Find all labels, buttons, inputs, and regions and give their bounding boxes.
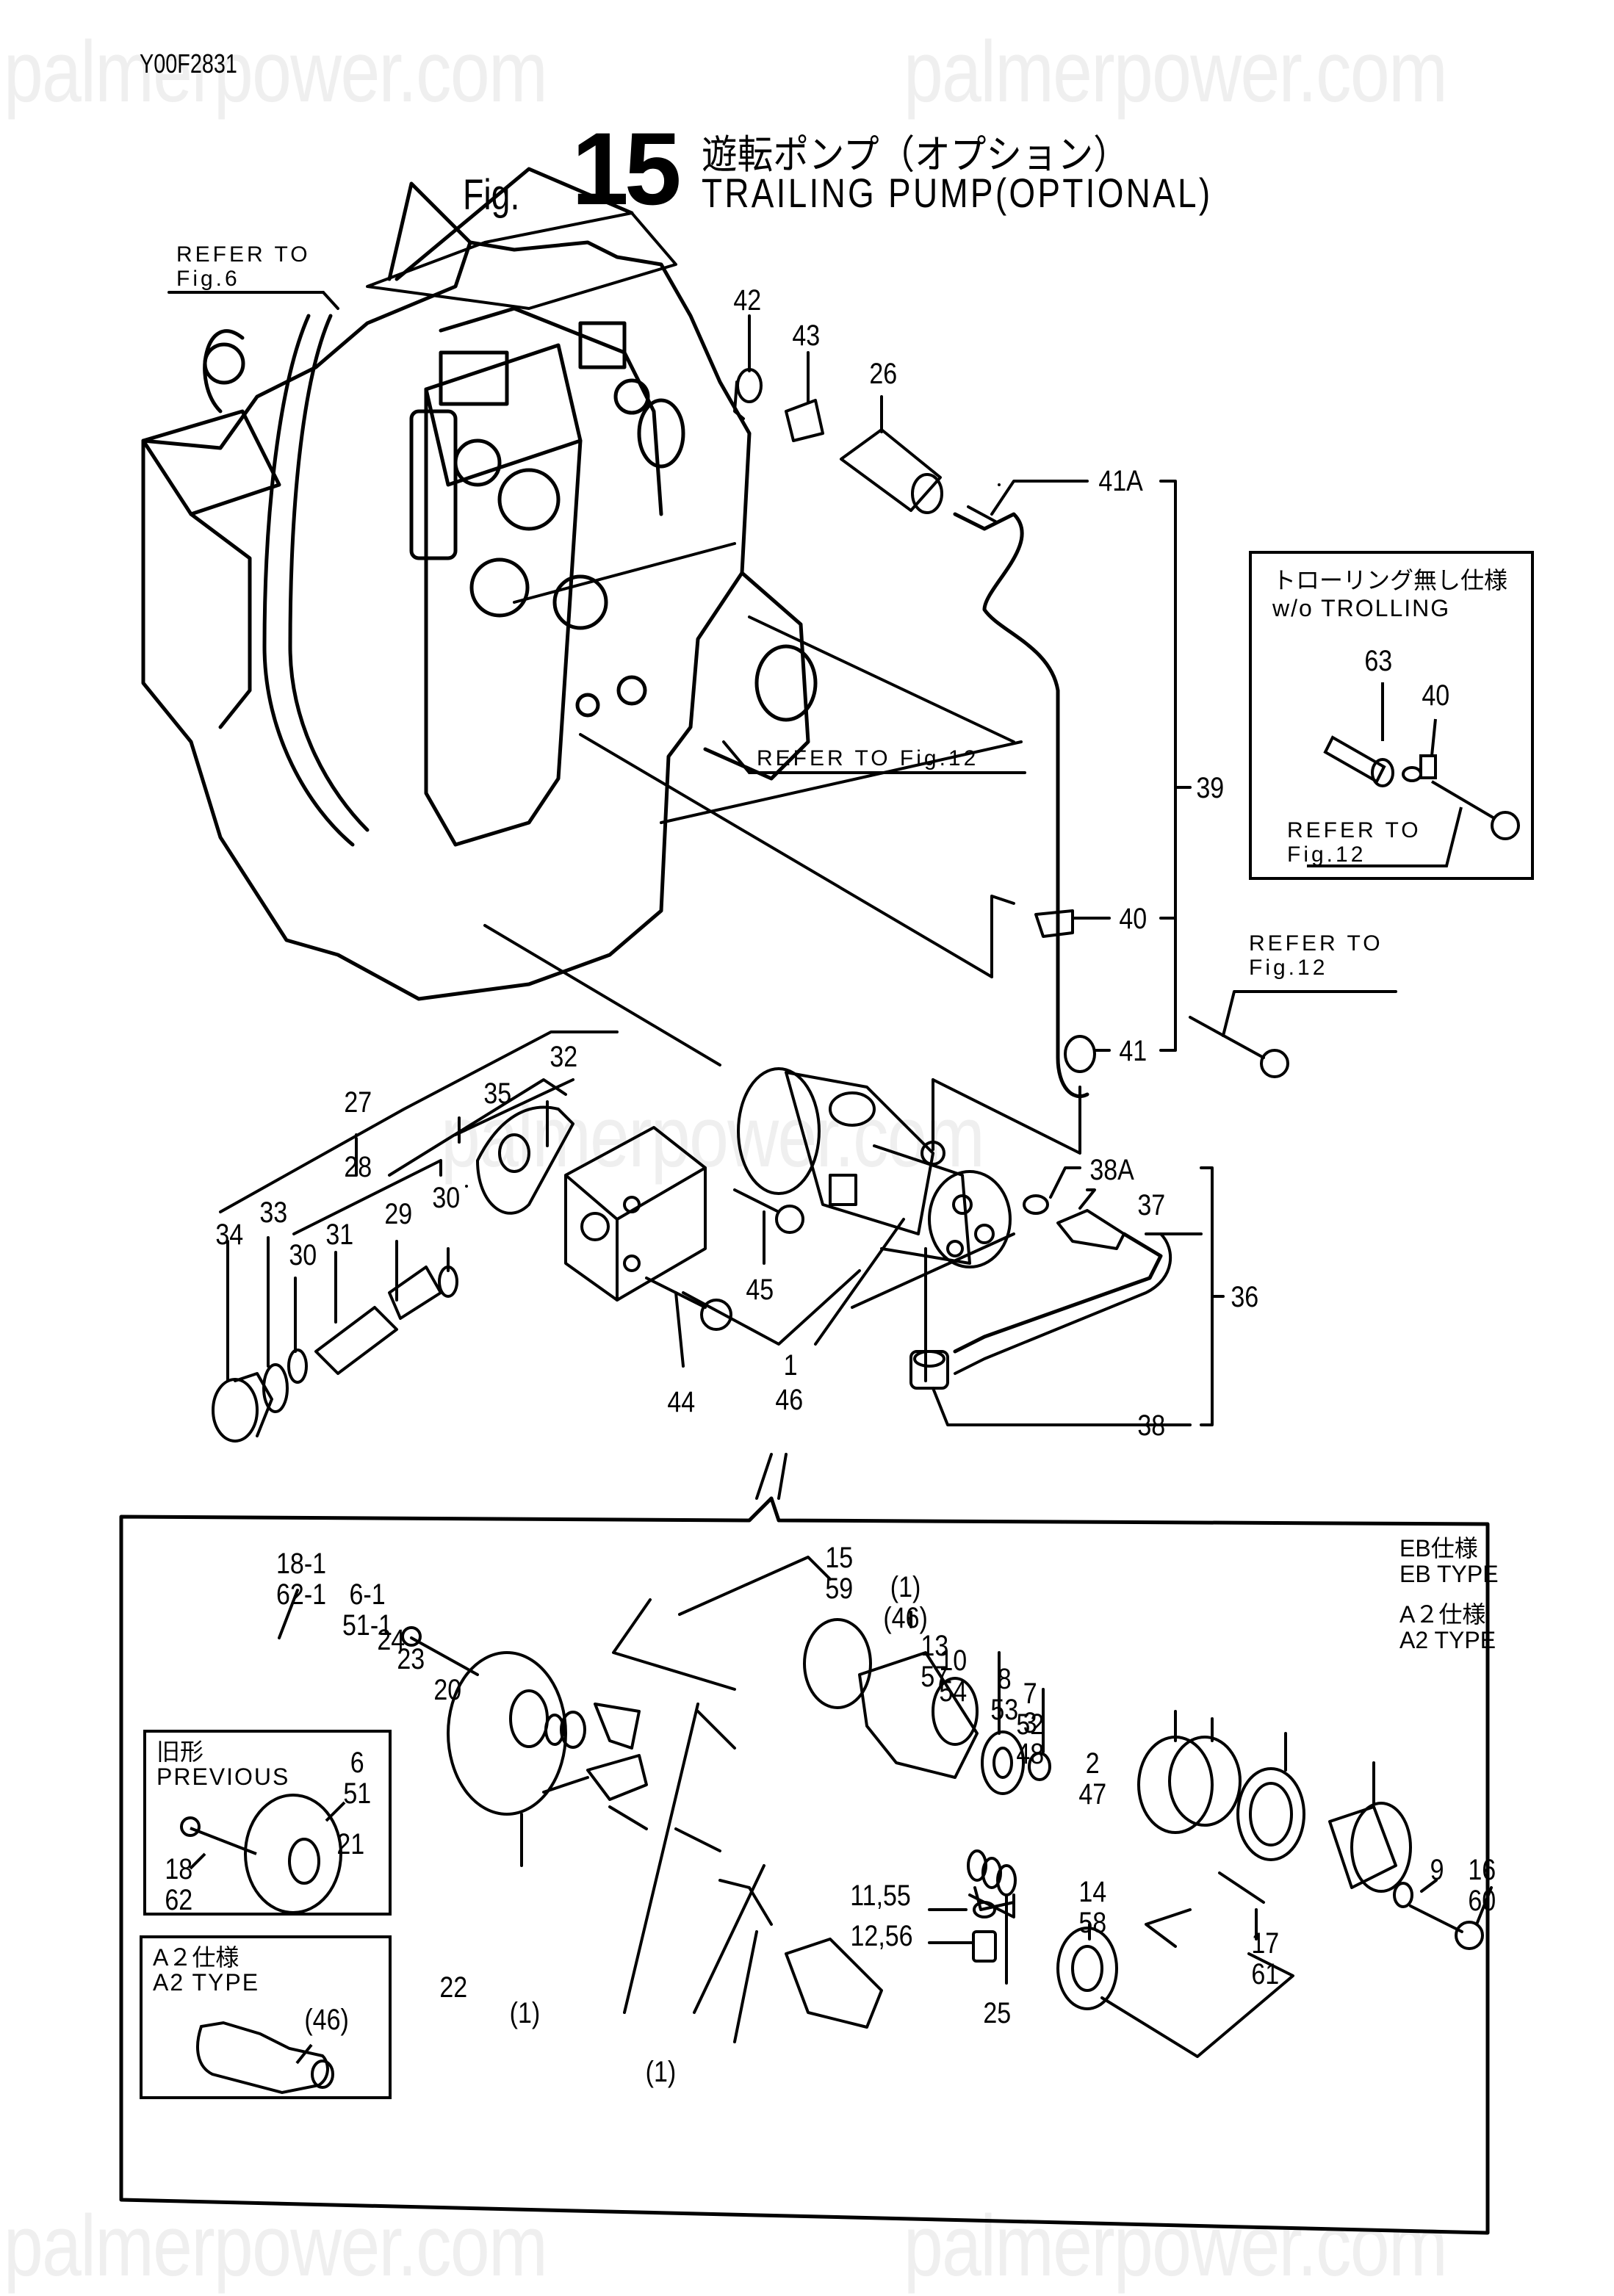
part-label-25: 25 [983,1997,1012,2029]
watermark: palmerpower.com [904,2198,1448,2295]
previous-gear-drawing [180,1794,346,1913]
part-label-63: 63 [1364,645,1393,677]
part-label-9: 9 [1430,1854,1444,1886]
part-label-38: 38 [1137,1409,1166,1442]
part-label-1-sleeve: (1) [645,2056,677,2088]
part-label-33: 33 [259,1196,288,1229]
watermark: palmerpower.com [904,24,1448,120]
part-label-46-a2: (46) [304,2004,349,2036]
part-label-3: 3 48 [1016,1707,1045,1770]
drive-gear-detail [401,1626,567,1816]
part-label-32: 32 [550,1041,578,1073]
part-label-40: 40 [1119,903,1148,935]
previous-title-jp: 旧形 [156,1739,204,1765]
part-label-29: 29 [384,1198,413,1230]
part-label-26: 26 [869,358,898,390]
part-label-8: 8 53 [990,1663,1019,1726]
part-label-23: 23 [397,1643,425,1675]
bolt-refer-fig12 [1189,1016,1289,1078]
watermark: palmerpower.com [4,2198,548,2295]
title-japanese: 遊転ポンプ（オプション） [702,133,1129,177]
part-label-1-46: (1) (46) [883,1571,928,1634]
title-english: TRAILING PUMP(OPTIONAL) [702,170,1213,216]
previous-title-en: PREVIOUS [156,1763,290,1790]
part-label-44: 44 [667,1386,696,1418]
part-label-41: 41 [1119,1035,1148,1067]
part-label-43: 43 [792,320,821,352]
engine-block-illustration [141,167,818,1001]
part-label-12-56: 12,56 [850,1920,913,1952]
eb-type-title-en: EB TYPE [1399,1561,1499,1587]
part-label-24: 24 [377,1624,406,1656]
fig-number: 15 [572,111,682,226]
part-label-14: 14 58 [1078,1876,1107,1939]
part-label-22: 22 [439,1971,468,2004]
part-label-39: 39 [1196,772,1225,804]
part-label-15: 15 59 [825,1542,854,1605]
part-label-45: 45 [746,1274,774,1306]
part-label-35: 35 [483,1077,512,1110]
part-label-46: 46 [775,1384,804,1416]
without-trolling-inset: トローリング無し仕様 w/o TROLLING 63 40 REFER TO F… [1249,551,1534,880]
a2-type-title-jp: A２仕様 [1399,1601,1486,1628]
part-label-41A: 41A [1098,465,1143,497]
part-label-42: 42 [733,284,762,317]
part-label-40: 40 [1422,679,1450,712]
part-label-11-55: 11,55 [850,1880,911,1912]
part-label-10: 10 54 [939,1645,968,1708]
a2-type-inset: A２仕様 A2 TYPE (46) [140,1935,392,2099]
part-label-1: 1 [783,1349,798,1382]
a2-inset-title-en: A2 TYPE [153,1969,260,1996]
fitting-43 [785,399,824,442]
a2-shaft-drawing [196,2021,334,2095]
refer-to-fig12-inline: REFER TO Fig.12 [757,746,979,770]
trolling-parts-drawing [1307,682,1520,867]
refer-to-fig12-inset: REFER TO Fig.12 [1287,818,1422,867]
part-label-13: 13 57 [921,1630,949,1693]
part-label-18-1: 18-1 62-1 [276,1548,327,1611]
part-label-38A: 38A [1089,1154,1134,1186]
part-label-6-51: 6 51 [343,1747,372,1810]
refer-to-fig12-bolt: REFER TO Fig.12 [1249,931,1383,980]
a2-type-title-en: A2 TYPE [1399,1627,1496,1653]
part-label-34: 34 [215,1219,244,1251]
part-label-2: 2 47 [1078,1747,1107,1811]
watermark: palmerpower.com [4,24,548,120]
coupling-26 [840,428,943,514]
refer-to-fig6-note: REFER TO Fig.6 [176,242,311,291]
part-label-18-62: 18 62 [165,1853,193,1916]
part-label-20: 20 [433,1674,462,1706]
drawing-code: Y00F2831 [140,48,237,79]
without-trolling-title-jp: トローリング無し仕様 [1272,567,1508,593]
fig-word: Fig. [463,171,520,219]
part-label-6-1: 6-1 51-1 [342,1578,393,1642]
part-label-31: 31 [325,1219,354,1251]
part-label-30: 30 [289,1239,317,1271]
part-label-7: 7 52 [1016,1678,1045,1741]
part-label-28: 28 [344,1151,372,1183]
part-label-17: 17 61 [1251,1927,1280,1990]
previous-type-inset: 旧形 PREVIOUS 6 51 18 62 [143,1730,392,1916]
part-label-27: 27 [344,1086,372,1119]
a2-inset-title-jp: A２仕様 [153,1944,239,1971]
part-label-1-piston: (1) [509,1997,541,2029]
part-label-30: 30 [432,1182,461,1214]
watermark: palmerpower.com [441,1089,985,1185]
eb-type-title-jp: EB仕様 [1399,1535,1478,1562]
without-trolling-title-en: w/o TROLLING [1272,595,1451,621]
part-label-16: 16 60 [1468,1854,1496,1917]
part-label-36: 36 [1231,1281,1259,1313]
part-label-37: 37 [1137,1189,1166,1221]
